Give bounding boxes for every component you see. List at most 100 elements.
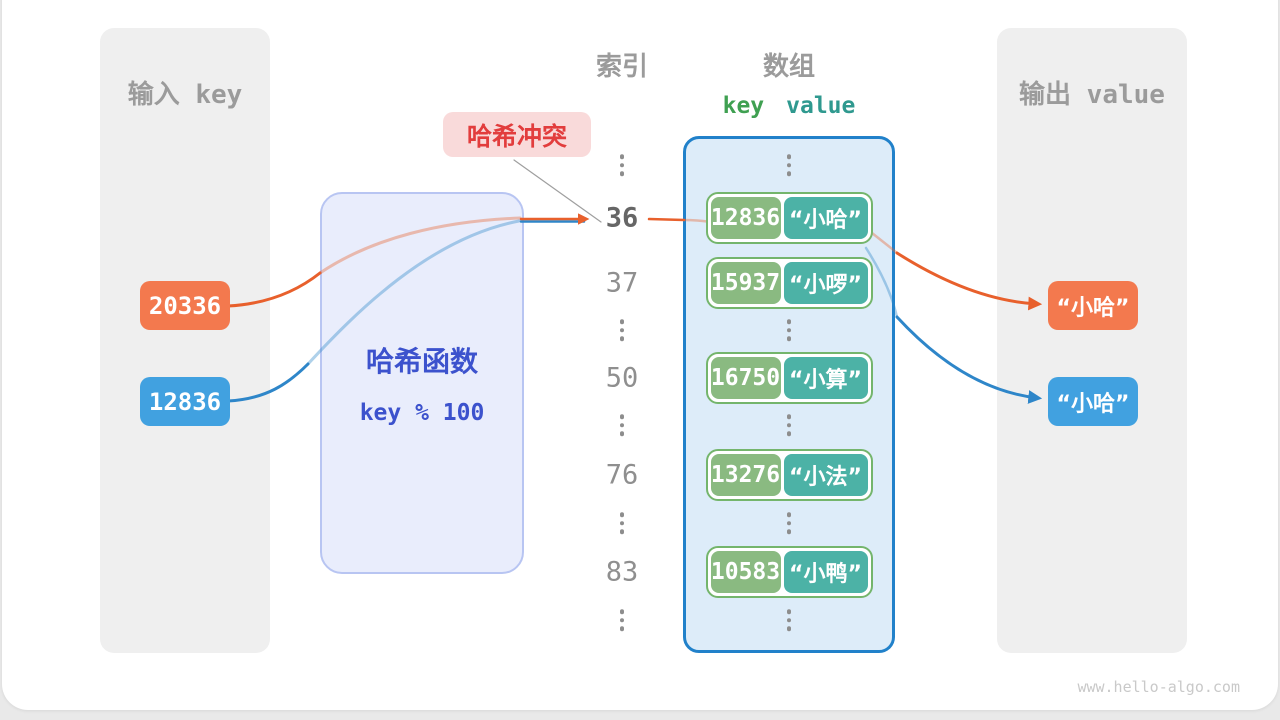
index-value-36: 36 (605, 202, 639, 234)
dot (619, 319, 625, 324)
output-value-badge-orange: “小哈” (1048, 281, 1138, 330)
dot (619, 154, 625, 159)
dot (619, 617, 625, 623)
pair-value-badge: “小法” (783, 454, 868, 496)
input-key-badge-12836: 12836 (140, 377, 230, 426)
key-value-pair: 12836“小哈” (705, 192, 873, 244)
pair-key-badge: 10583 (710, 551, 781, 593)
dot (619, 431, 625, 436)
dot (786, 520, 792, 526)
pair-value-badge: “小算” (783, 357, 868, 399)
dot (786, 617, 792, 623)
pair-value-badge: “小鸭” (783, 551, 868, 593)
dot (619, 171, 625, 176)
dot (786, 529, 792, 534)
hash-function-box: 哈希函数 key % 100 (320, 192, 524, 574)
dot (619, 529, 625, 534)
key-header-label: key (722, 93, 765, 119)
orange-out-inside-array (870, 231, 899, 255)
array-pair-row: 12836“小哈” (683, 192, 895, 244)
array-ellipsis (683, 414, 895, 436)
dot (786, 414, 792, 419)
pair-value-badge: “小啰” (783, 262, 868, 304)
hash-collision-callout: 哈希冲突 (443, 112, 591, 157)
output-value-badge-blue: “小哈” (1048, 377, 1138, 426)
array-pair-row: 10583“小鸭” (683, 546, 895, 598)
array-pair-row: 15937“小啰” (683, 257, 895, 309)
dot (619, 626, 625, 631)
ellipsis-dots (786, 319, 792, 341)
dot (786, 626, 792, 631)
array-pair-row: 16750“小算” (683, 352, 895, 404)
index-ellipsis (572, 319, 672, 341)
dot (619, 422, 625, 428)
ellipsis-dots (786, 609, 792, 631)
array-ellipsis (683, 512, 895, 534)
array-ellipsis (683, 154, 895, 176)
pair-key-badge: 16750 (710, 357, 781, 399)
pair-key-badge: 13276 (710, 454, 781, 496)
ellipsis-dots (572, 154, 672, 176)
dot (786, 327, 792, 333)
blue-arrow-to-output (895, 315, 1043, 404)
key-value-pair: 13276“小法” (705, 449, 873, 501)
dot (619, 327, 625, 333)
orange-line-36-to-array (647, 217, 686, 222)
index-column-title: 索引 (595, 52, 648, 82)
key-value-pair: 10583“小鸭” (705, 546, 873, 598)
watermark: www.hello-algo.com (1077, 678, 1240, 696)
ellipsis-dots (572, 414, 672, 436)
index-ellipsis (572, 414, 672, 436)
pair-value-badge: “小哈” (783, 197, 868, 239)
input-panel-title: 输入 key (127, 80, 243, 110)
output-panel-title: 输出 value (1019, 80, 1165, 110)
dot (786, 512, 792, 517)
value-header-label: value (786, 93, 856, 119)
orange-arrow-to-output (895, 251, 1043, 311)
index-value-76: 76 (605, 459, 639, 491)
ellipsis-dots (572, 609, 672, 631)
index-ellipsis (572, 512, 672, 534)
orange-input-curve (226, 271, 322, 308)
ellipsis-dots (786, 154, 792, 176)
index-value-37: 37 (605, 267, 639, 299)
index-ellipsis (572, 154, 672, 176)
input-key-panel: 输入 key (100, 28, 270, 653)
ellipsis-dots (786, 512, 792, 534)
key-value-pair: 15937“小啰” (705, 257, 873, 309)
dot (786, 162, 792, 168)
array-pair-row: 13276“小法” (683, 449, 895, 501)
dot (619, 609, 625, 614)
hash-function-formula: key % 100 (359, 400, 485, 426)
hash-function-title: 哈希函数 (365, 345, 478, 378)
pair-key-badge: 15937 (710, 262, 781, 304)
array-column-title: 数组 (762, 52, 815, 82)
dot (619, 336, 625, 341)
index-ellipsis (572, 609, 672, 631)
dot (786, 319, 792, 324)
index-value-83: 83 (605, 556, 639, 588)
dot (786, 422, 792, 428)
blue-curve-inside-hashbox (306, 219, 521, 366)
dot (786, 609, 792, 614)
array-kv-header: key value (683, 93, 895, 119)
dot (619, 512, 625, 517)
input-key-badge-20336: 20336 (140, 281, 230, 330)
dot (786, 154, 792, 159)
ellipsis-dots (786, 414, 792, 436)
dot (619, 414, 625, 419)
ellipsis-dots (572, 319, 672, 341)
dot (619, 520, 625, 526)
orange-curve-inside-hashbox (318, 216, 522, 275)
blue-input-curve (226, 362, 310, 403)
dot (619, 162, 625, 168)
dot (786, 171, 792, 176)
index-value-50: 50 (605, 362, 639, 394)
blue-out-inside-array (864, 246, 899, 319)
array-ellipsis (683, 609, 895, 631)
array-ellipsis (683, 319, 895, 341)
key-value-pair: 16750“小算” (705, 352, 873, 404)
dot (786, 431, 792, 436)
